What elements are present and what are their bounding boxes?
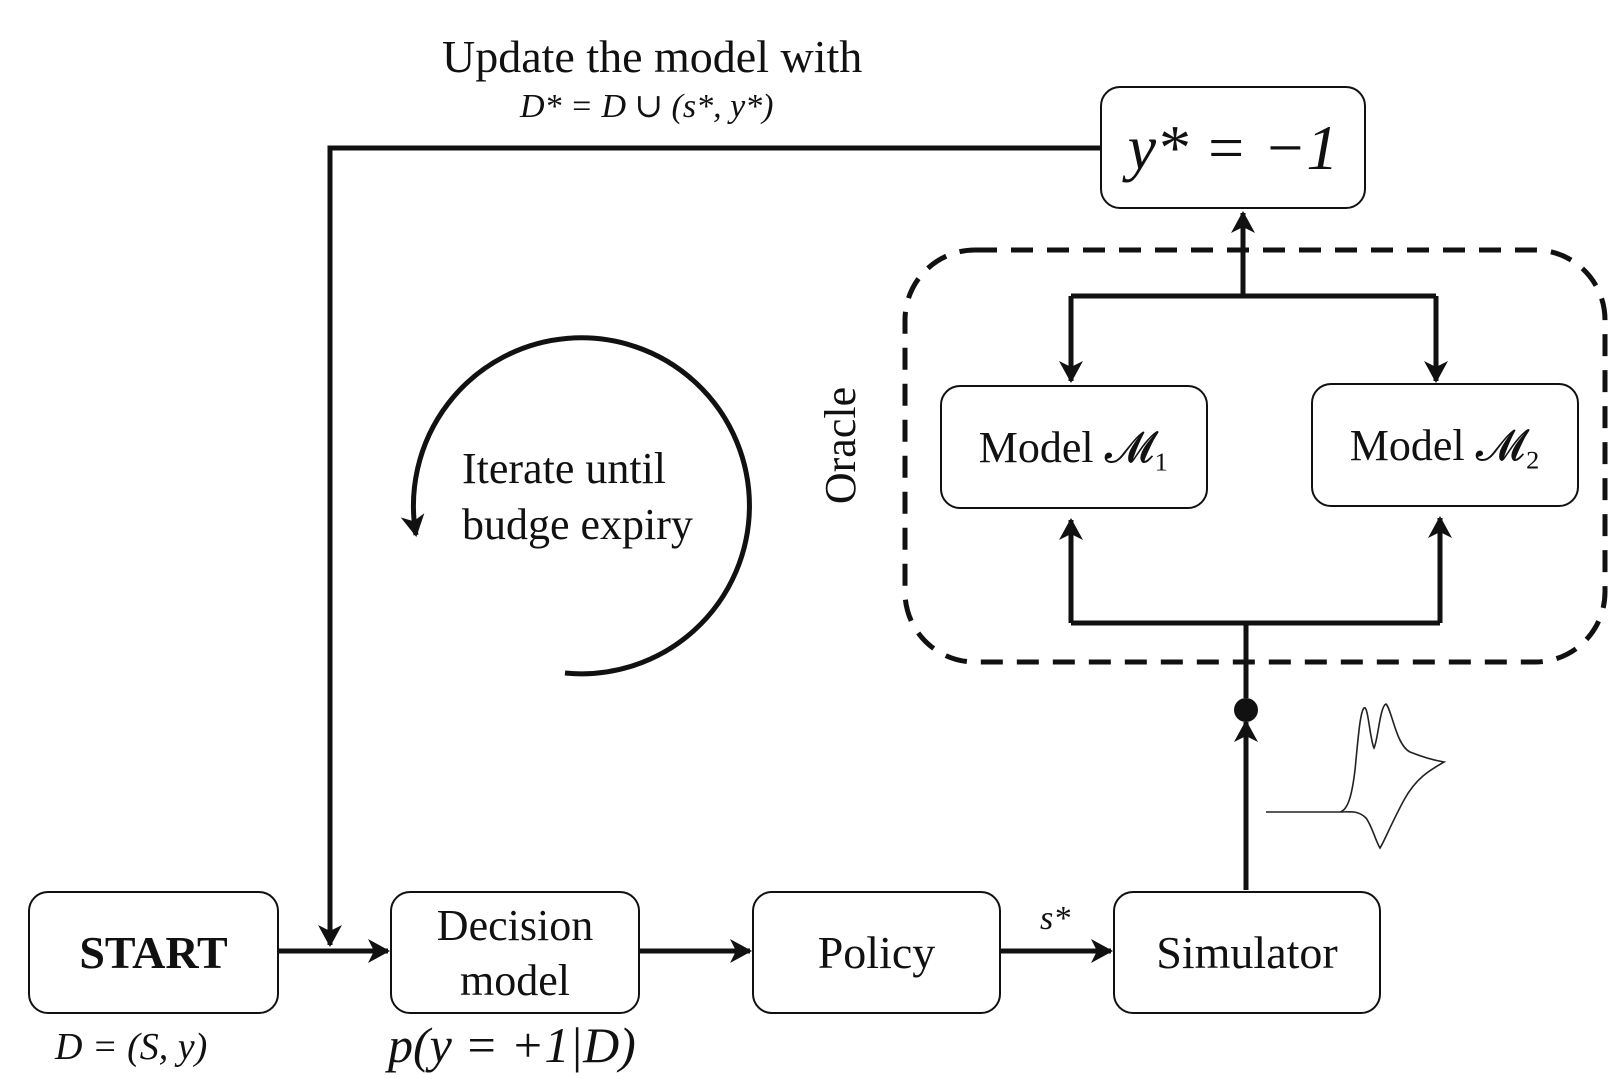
model-2-box: Model 𝓜₂ xyxy=(1311,383,1579,507)
oracle-region xyxy=(902,247,1608,665)
policy-simulator-edge-label: s* xyxy=(1040,900,1071,937)
decision-model-probability: p(y = +1|D) xyxy=(388,1017,636,1073)
decision-model-line2: model xyxy=(460,955,570,1005)
start-box: START xyxy=(28,891,279,1014)
update-note-formula: D* = D ∪ (s*, y*) xyxy=(520,88,774,125)
simulator-box: Simulator xyxy=(1113,891,1381,1014)
update-note-title: Update the model with xyxy=(442,31,863,82)
model-1-box: Model 𝓜₁ xyxy=(940,385,1208,509)
decision-model-box: Decision model xyxy=(390,891,640,1014)
simulator-label: Simulator xyxy=(1156,927,1338,978)
start-dataset-label: D = (S, y) xyxy=(55,1026,208,1068)
result-label: y* = −1 xyxy=(1127,111,1339,183)
start-label: START xyxy=(79,927,228,978)
model-1-label: Model 𝓜₁ xyxy=(978,422,1170,472)
junction-dot xyxy=(1234,698,1258,722)
iterate-loop-arrow xyxy=(400,335,752,677)
decision-model-line1: Decision xyxy=(436,900,594,950)
loop-note-line1: Iterate until xyxy=(462,444,667,493)
oracle-label: Oracle xyxy=(816,386,866,505)
policy-box: Policy xyxy=(752,891,1001,1014)
loop-note-line2: budge expiry xyxy=(462,500,693,549)
result-box: y* = −1 xyxy=(1100,86,1366,209)
model-2-label: Model 𝓜₂ xyxy=(1349,420,1541,470)
policy-label: Policy xyxy=(817,927,936,978)
update-feedback-arrow xyxy=(318,145,1100,947)
voltammogram-icon xyxy=(1266,703,1447,850)
